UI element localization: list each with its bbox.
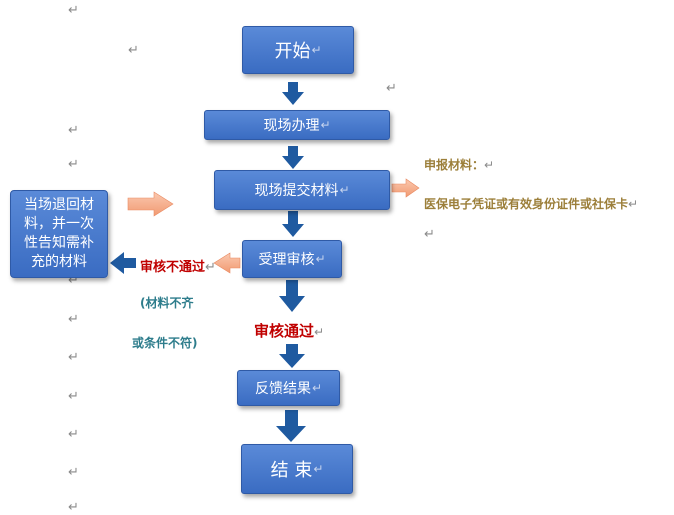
arrow-down-6 (276, 410, 306, 442)
paragraph-mark: ↵ (205, 260, 216, 275)
return-line: 料，并一次 (24, 216, 94, 232)
fail-reason-line-1: (材料不齐 (140, 296, 194, 310)
end-text: 结 束 (270, 460, 313, 481)
submit-text: 现场提交材料 (254, 183, 339, 199)
paragraph-mark: ↵ (68, 500, 79, 515)
start-box: 开始↵ (242, 26, 354, 74)
paragraph-mark: ↵ (320, 118, 331, 132)
arrow-down-3 (282, 211, 304, 237)
arrow-down-5 (279, 344, 305, 368)
paragraph-mark: ↵ (68, 3, 79, 18)
review-box: 受理审核↵ (242, 240, 342, 278)
fail-reason-line-2: 或条件不符) (132, 336, 198, 350)
paragraph-mark: ↵ (68, 427, 79, 442)
paragraph-mark: ↵ (314, 325, 325, 339)
arrow-right-resubmit (127, 191, 174, 217)
paragraph-mark: ↵ (68, 157, 79, 172)
arrow-down-1 (282, 82, 304, 105)
return-materials-box: 当场退回材 料，并一次 性告知需补 充的材料 (10, 190, 108, 278)
paragraph-mark: ↵ (311, 381, 323, 395)
return-line: 当场退回材 (24, 197, 94, 213)
paragraph-mark: ↵ (424, 227, 435, 242)
review-fail-label: 审核不通过↵ (140, 260, 216, 275)
paragraph-mark: ↵ (68, 465, 79, 480)
paragraph-mark: ↵ (68, 389, 79, 404)
end-box: 结 束↵ (241, 444, 353, 494)
paragraph-mark: ↵ (311, 43, 322, 57)
paragraph-mark: ↵ (628, 197, 639, 211)
feedback-box: 反馈结果↵ (237, 370, 340, 406)
arrow-right-materials (391, 178, 420, 198)
paragraph-mark: ↵ (128, 43, 139, 58)
paragraph-mark: ↵ (339, 183, 350, 197)
paragraph-mark: ↵ (386, 81, 397, 96)
submit-box: 现场提交材料↵ (214, 170, 390, 210)
return-line: 充的材料 (31, 254, 87, 270)
materials-detail: 医保电子凭证或有效身份证件或社保卡↵ (424, 197, 639, 211)
start-text: 开始 (274, 41, 311, 62)
paragraph-mark: ↵ (68, 123, 79, 138)
feedback-text: 反馈结果 (254, 381, 311, 397)
paragraph-mark: ↵ (68, 312, 79, 327)
paragraph-mark: ↵ (484, 158, 495, 172)
arrow-down-2 (282, 146, 304, 169)
review-pass-label: 审核通过↵ (254, 322, 325, 340)
paragraph-mark: ↵ (68, 350, 79, 365)
paragraph-mark: ↵ (315, 252, 326, 266)
paragraph-mark: ↵ (313, 462, 324, 476)
onsite-text: 现场办理 (263, 118, 320, 134)
arrow-left-fail (213, 252, 241, 274)
arrow-down-4 (279, 280, 305, 312)
materials-title: 申报材料：↵ (424, 158, 495, 172)
review-text: 受理审核 (258, 252, 315, 268)
arrow-left-return (110, 252, 136, 274)
onsite-box: 现场办理↵ (204, 110, 390, 140)
paragraph-mark: ↵ (68, 273, 79, 288)
return-line: 性告知需补 (24, 235, 94, 251)
